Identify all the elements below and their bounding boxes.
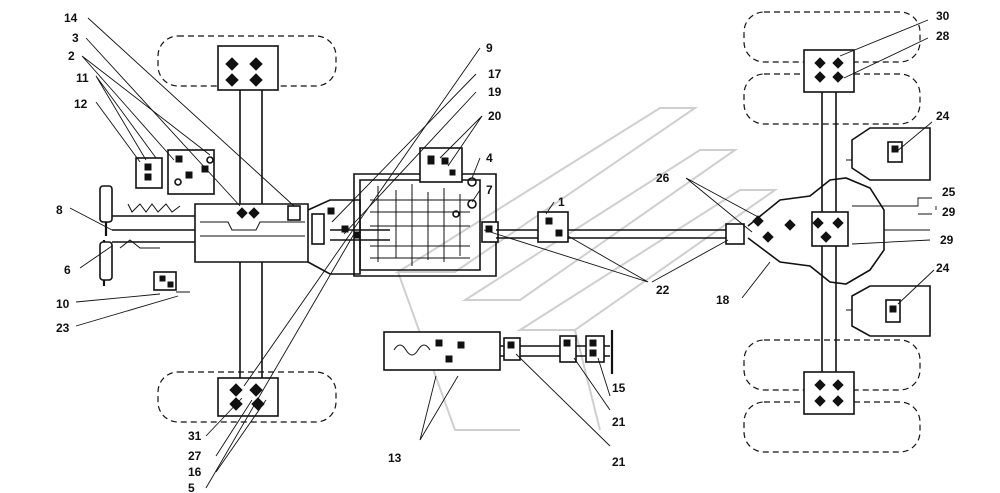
front-left-tire-bottom	[157, 371, 337, 423]
callout-30: 30	[936, 9, 950, 23]
front-axle	[157, 35, 337, 423]
callout-20: 20	[488, 109, 502, 123]
callout-21-lower: 21	[612, 455, 626, 469]
leader-lines	[69, 17, 937, 489]
callout-16: 16	[188, 465, 202, 479]
callout-22: 22	[656, 283, 670, 297]
callout-8: 8	[56, 203, 63, 217]
gearbox	[307, 147, 499, 277]
callout-labels: 14 3 2 11 12 8 6 10 23 9 17 19 20 4 7 1 …	[56, 9, 956, 493]
watermark-logo	[394, 107, 779, 431]
callout-3: 3	[72, 31, 79, 45]
callout-2: 2	[68, 49, 75, 63]
callout-13: 13	[388, 451, 402, 465]
callout-26: 26	[656, 171, 670, 185]
callout-23: 23	[56, 321, 70, 335]
callout-19: 19	[488, 85, 502, 99]
front-left-tire-top	[157, 35, 337, 87]
rear-tire-2	[743, 73, 921, 125]
callout-12: 12	[74, 97, 88, 111]
callout-25: 25	[942, 185, 956, 199]
callout-7: 7	[486, 183, 493, 197]
callout-21-upper: 21	[612, 415, 626, 429]
rear-axle	[725, 11, 931, 453]
propeller-shaft	[496, 211, 730, 243]
callout-18: 18	[716, 293, 730, 307]
callout-1: 1	[558, 195, 565, 209]
rear-tire-1	[743, 11, 921, 63]
callout-31: 31	[188, 429, 202, 443]
callout-29-upper: 29	[942, 205, 956, 219]
rear-tire-3	[743, 339, 921, 391]
steering-assembly	[383, 330, 614, 374]
callout-10: 10	[56, 297, 70, 311]
callout-29-lower: 29	[940, 233, 954, 247]
callout-4: 4	[486, 151, 493, 165]
callout-14: 14	[64, 11, 78, 25]
callout-24-bottom: 24	[936, 261, 950, 275]
callout-24-top: 24	[936, 109, 950, 123]
callout-5: 5	[188, 481, 195, 493]
front-pto	[99, 149, 215, 293]
callout-9: 9	[486, 41, 493, 55]
rear-tire-4	[743, 401, 921, 453]
callout-27: 27	[188, 449, 202, 463]
callout-11: 11	[76, 71, 89, 85]
callout-17: 17	[488, 67, 502, 81]
callout-6: 6	[64, 263, 71, 277]
callout-28: 28	[936, 29, 950, 43]
callout-15: 15	[612, 381, 626, 395]
